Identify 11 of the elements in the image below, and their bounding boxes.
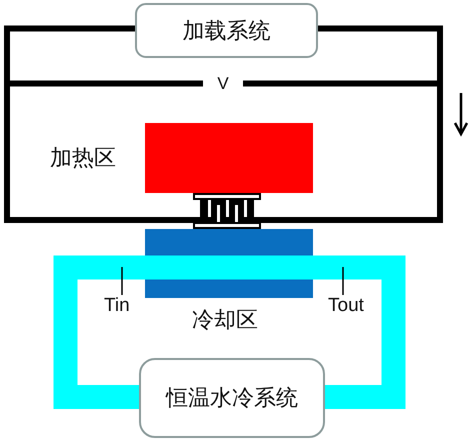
- module-drawing: [193, 193, 261, 229]
- system-box: 加载系统: [135, 3, 318, 58]
- sensor-label: Tin: [104, 295, 130, 317]
- leader-line: [121, 267, 123, 295]
- leader-line: [342, 267, 344, 295]
- wire: [261, 26, 443, 223]
- wire: [4, 26, 193, 223]
- zone-label: 冷却区: [192, 309, 258, 333]
- sensor-label: Tout: [328, 295, 364, 317]
- system-box: 恒温水冷系统: [139, 358, 325, 438]
- zone-label: 加热区: [50, 147, 116, 171]
